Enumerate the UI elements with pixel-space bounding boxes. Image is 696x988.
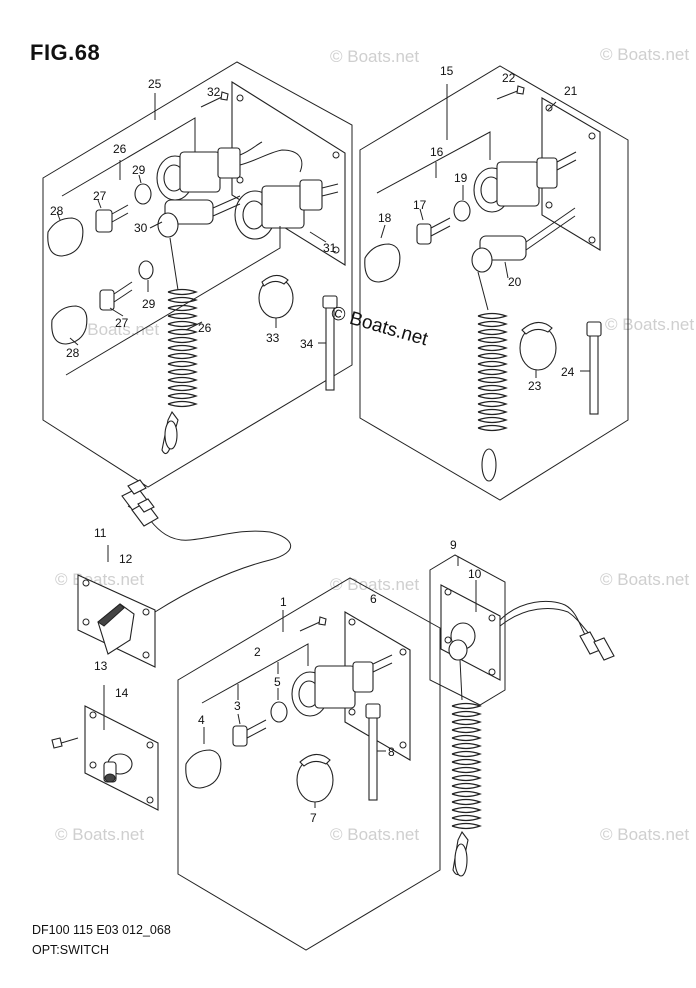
assembly-group-15	[359, 65, 629, 501]
callout-label: 5	[274, 675, 281, 689]
callout-layer: 25 32 26 29 27 28 30 31 29 27 26 33 34 2…	[50, 64, 578, 825]
callout-label: 27	[115, 316, 129, 330]
watermark-text: © Boats.net	[600, 45, 689, 64]
assembly-group-1	[177, 577, 441, 951]
callout-label: 14	[115, 686, 129, 700]
watermark-text: © Boats.net	[55, 825, 144, 844]
callout-label: 4	[198, 713, 205, 727]
callout-label: 23	[528, 379, 542, 393]
figure-code: DF100 115 E03 012_068	[32, 923, 171, 937]
watermark-text: © Boats.net	[330, 47, 419, 66]
watermark-main: © Boats.net	[329, 303, 431, 351]
callout-label: 18	[378, 211, 392, 225]
callout-label: 12	[119, 552, 133, 566]
callout-label: 26	[198, 321, 212, 335]
callout-label: 2	[254, 645, 261, 659]
callout-label: 28	[50, 204, 64, 218]
callout-label: 27	[93, 189, 107, 203]
callout-label: 22	[502, 71, 516, 85]
watermark-layer: © Boats.net © Boats.net © Boats.net © Bo…	[55, 45, 694, 844]
callout-label: 29	[142, 297, 156, 311]
watermark-text: © Boats.net	[600, 825, 689, 844]
callout-label: 17	[413, 198, 427, 212]
callout-label: 19	[454, 171, 468, 185]
watermark-text: © Boats.net	[55, 570, 144, 589]
callout-label: 1	[280, 595, 287, 609]
callout-label: 8	[388, 745, 395, 759]
callout-label: 13	[94, 659, 108, 673]
figure-name: OPT:SWITCH	[32, 943, 110, 957]
watermark-text: © Boats.net	[605, 315, 694, 334]
assembly-group-11	[77, 479, 292, 668]
callout-label: 15	[440, 64, 454, 78]
callout-label: 7	[310, 811, 317, 825]
assembly-group-9	[429, 554, 615, 877]
callout-label: 30	[134, 221, 148, 235]
watermark-text: © Boats.net	[330, 825, 419, 844]
callout-label: 31	[323, 241, 337, 255]
callout-label: 28	[66, 346, 80, 360]
callout-label: 6	[370, 592, 377, 606]
assembly-group-13	[51, 685, 159, 811]
callout-label: 10	[468, 567, 482, 581]
callout-label: 20	[508, 275, 522, 289]
callout-label: 34	[300, 337, 314, 351]
assembly-group-25	[42, 61, 353, 488]
callout-label: 16	[430, 145, 444, 159]
callout-label: 33	[266, 331, 280, 345]
callout-label: 11	[94, 526, 107, 540]
callout-label: 25	[148, 77, 162, 91]
watermark-text: © Boats.net	[70, 320, 159, 339]
callout-label: 24	[561, 365, 575, 379]
callout-label: 3	[234, 699, 241, 713]
callout-label: 21	[564, 84, 578, 98]
callout-label: 32	[207, 85, 221, 99]
watermark-text: © Boats.net	[600, 570, 689, 589]
callout-label: 29	[132, 163, 146, 177]
figure-title: FIG.68	[30, 40, 101, 65]
callout-label: 9	[450, 538, 457, 552]
callout-label: 26	[113, 142, 127, 156]
